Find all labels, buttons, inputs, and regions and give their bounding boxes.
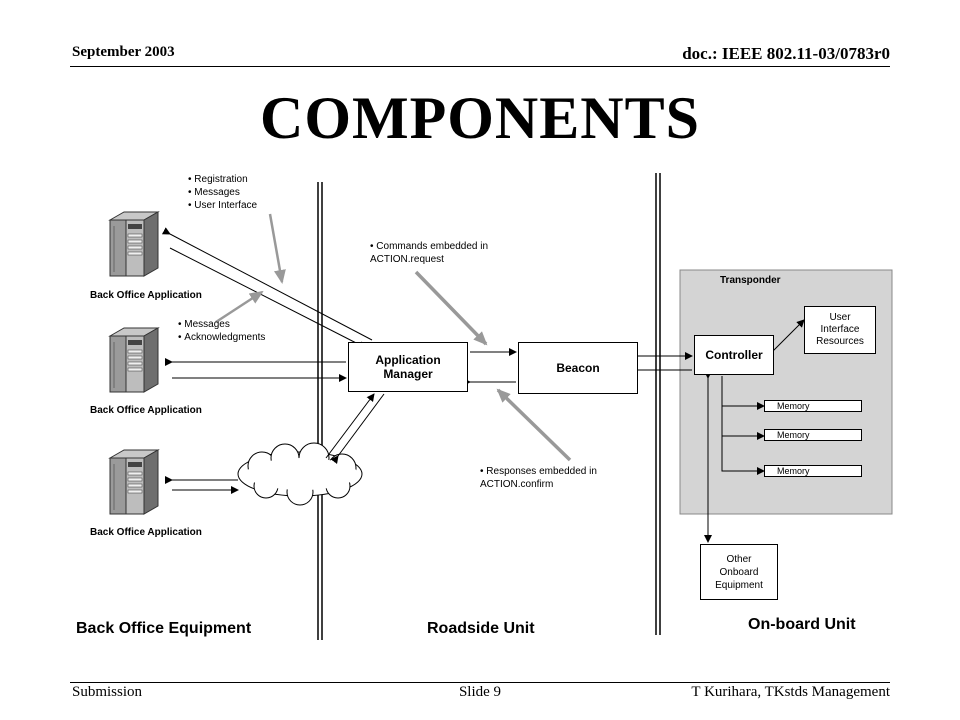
divider-backoffice-roadside [317, 182, 323, 640]
footer-submission: Submission [72, 684, 143, 700]
header-doc-id: doc.: IEEE 802.11-03/0783r0 [682, 44, 890, 63]
network-cloud-icon [237, 442, 363, 506]
note-responses: • Responses embedded in ACTION.confirm [480, 466, 597, 490]
memory-label: Memory [777, 401, 810, 411]
back-office-app-label-1: Back Office Application [90, 290, 202, 301]
notes-registration: Registration Messages User Interface [188, 173, 257, 212]
slide-title: COMPONENTS [259, 85, 701, 151]
other-onboard-equipment-label: Other Onboard Equipment [715, 553, 763, 591]
application-manager-box: Application Manager [348, 342, 468, 392]
note-item: Acknowledgments [178, 331, 265, 344]
footer-rule [70, 682, 890, 683]
memory-label: Memory [777, 466, 810, 476]
ui-resources-label: User Interface Resources [816, 312, 864, 347]
footer-author: T Kurihara, TKstds Management [691, 684, 890, 700]
section-label-back-office: Back Office Equipment [76, 620, 252, 637]
server-icon [109, 211, 159, 277]
memory-label: Memory [777, 430, 810, 440]
memory-box: Memory [764, 429, 862, 441]
header-rule [70, 66, 890, 67]
memory-box: Memory [764, 465, 862, 477]
header-date: September 2003 [72, 44, 175, 60]
other-onboard-equipment-box: Other Onboard Equipment [700, 544, 778, 600]
divider-roadside-onboard [655, 173, 661, 635]
beacon-box: Beacon [518, 342, 638, 394]
back-office-app-label-2: Back Office Application [90, 405, 202, 416]
controller-box: Controller [694, 335, 774, 375]
section-label-roadside: Roadside Unit [427, 620, 535, 637]
section-label-onboard: On-board Unit [748, 616, 856, 633]
back-office-app-label-3: Back Office Application [90, 527, 202, 538]
server-icon [109, 449, 159, 515]
note-item: Messages [178, 318, 265, 331]
memory-box: Memory [764, 400, 862, 412]
note-item: Messages [188, 186, 257, 199]
controller-label: Controller [705, 348, 763, 362]
application-manager-label: Application Manager [375, 353, 441, 381]
ui-resources-box: User Interface Resources [804, 306, 876, 354]
server-icon [109, 327, 159, 393]
footer-slide-number: Slide 9 [458, 684, 502, 700]
note-item: User Interface [188, 199, 257, 212]
transponder-label: Transponder [720, 275, 781, 286]
note-item: Registration [188, 173, 257, 186]
note-commands: • Commands embedded in ACTION.request [370, 241, 489, 265]
beacon-label: Beacon [556, 361, 600, 375]
notes-messages: Messages Acknowledgments [178, 318, 265, 344]
